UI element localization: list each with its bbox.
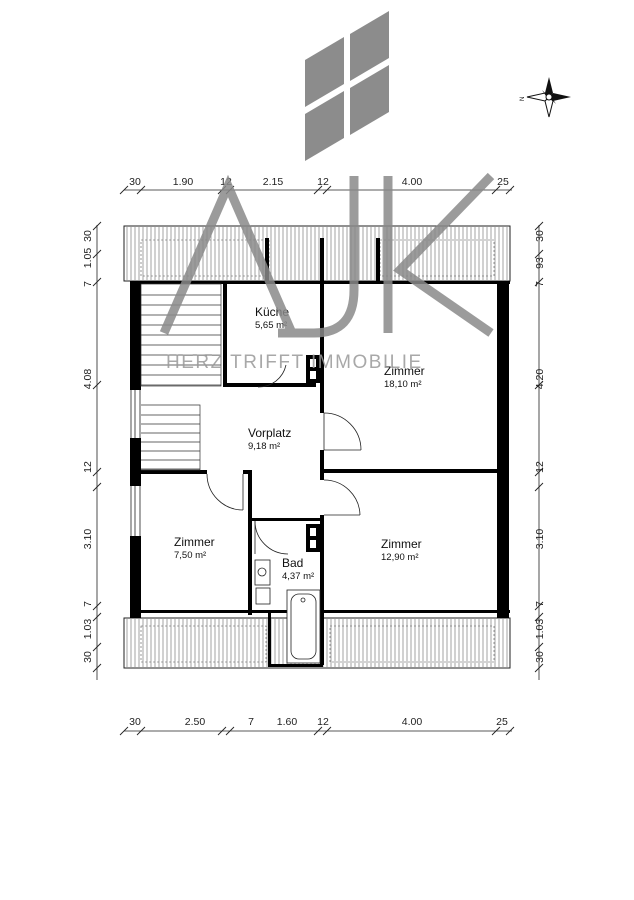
room-zimmer-large-name: Zimmer — [384, 364, 425, 378]
dim-bottom-3: 7 — [248, 716, 254, 728]
dimension-tick — [534, 467, 544, 477]
dimension-tick — [92, 482, 102, 492]
dimension-tick — [225, 726, 235, 736]
dim-right-3: 7 — [534, 281, 546, 287]
dim-left-9: 30 — [82, 651, 94, 663]
dim-top-7: 25 — [497, 176, 509, 188]
dim-left-4: 4.08 — [82, 369, 94, 390]
room-bad-area: 4,37 m² — [282, 571, 314, 582]
dimension-tick — [136, 185, 146, 195]
dim-right-2: 93 — [534, 257, 546, 269]
dimension-tick — [92, 467, 102, 477]
shafts — [310, 359, 316, 548]
dim-right-6: 3.10 — [534, 529, 546, 550]
compass-icon — [526, 77, 571, 118]
dimension-tick — [491, 726, 501, 736]
dimension-tick — [217, 726, 227, 736]
dimension-tick — [505, 185, 515, 195]
dimension-tick — [119, 726, 129, 736]
dimension-tick — [534, 482, 544, 492]
dimension-tick — [92, 277, 102, 287]
dim-top-1: 30 — [129, 176, 141, 188]
dim-left-2: 1.05 — [82, 248, 94, 269]
dimension-tick — [136, 726, 146, 736]
compass-north-label: N — [520, 97, 526, 101]
dimension-tick — [313, 185, 323, 195]
room-zimmer-right-area: 12,90 m² — [381, 552, 419, 563]
dimension-tick — [92, 221, 102, 231]
dim-left-7: 7 — [82, 601, 94, 607]
dim-left-3: 7 — [82, 281, 94, 287]
dimension-tick — [92, 612, 102, 622]
dim-top-6: 4.00 — [402, 176, 423, 188]
dimension-tick — [92, 663, 102, 673]
dimension-tick — [119, 185, 129, 195]
room-vorplatz-name: Vorplatz — [248, 426, 291, 440]
dim-bottom-7: 25 — [496, 716, 508, 728]
dim-bottom-5: 12 — [317, 716, 329, 728]
room-zimmer-large-area: 18,10 m² — [384, 379, 422, 390]
dim-top-4: 2.15 — [263, 176, 284, 188]
dimension-tick — [505, 726, 515, 736]
room-kueche-area: 5,65 m² — [255, 320, 287, 331]
dimension-tick — [534, 601, 544, 611]
dimension-tick — [92, 249, 102, 259]
dim-bottom-6: 4.00 — [402, 716, 423, 728]
watermark-monogram — [159, 172, 495, 338]
dim-bottom-4: 1.60 — [277, 716, 298, 728]
dimension-ticks — [92, 185, 544, 736]
room-zimmer-left-area: 7,50 m² — [174, 550, 206, 561]
dimension-tick — [322, 185, 332, 195]
staircase — [140, 283, 222, 471]
dim-left-6: 3.10 — [82, 529, 94, 550]
dim-top-2: 1.90 — [173, 176, 194, 188]
dimension-tick — [534, 612, 544, 622]
dim-right-5: 12 — [534, 461, 546, 473]
dim-left-1: 30 — [82, 230, 94, 242]
room-vorplatz-area: 9,18 m² — [248, 441, 280, 452]
dimension-tick — [534, 221, 544, 231]
dimension-tick — [313, 726, 323, 736]
doors — [206, 364, 362, 555]
dim-right-7: 7 — [534, 601, 546, 607]
logo-window-icon — [305, 11, 389, 161]
dimension-tick — [534, 249, 544, 259]
dim-top-5: 12 — [317, 176, 329, 188]
dim-right-8: 1.03 — [534, 619, 546, 640]
bathroom-fixtures — [254, 559, 321, 664]
dimension-tick — [534, 663, 544, 673]
dimension-tick — [92, 380, 102, 390]
room-zimmer-right-name: Zimmer — [381, 537, 422, 551]
dim-right-1: 30 — [534, 230, 546, 242]
dimension-tick — [534, 380, 544, 390]
dim-bottom-2: 2.50 — [185, 716, 206, 728]
dimension-tick — [92, 642, 102, 652]
dim-left-8: 1.03 — [82, 619, 94, 640]
room-zimmer-left-name: Zimmer — [174, 535, 215, 549]
dimension-tick — [322, 726, 332, 736]
room-bad-name: Bad — [282, 556, 303, 570]
dimension-tick — [534, 277, 544, 287]
dimension-tick — [491, 185, 501, 195]
dim-right-4: 4.20 — [534, 369, 546, 390]
watermark-tagline: HERZ TRIFFT IMMOBILIE — [166, 352, 423, 373]
dim-right-9: 30 — [534, 651, 546, 663]
windows — [130, 390, 141, 536]
dimension-tick — [534, 642, 544, 652]
dim-bottom-1: 30 — [129, 716, 141, 728]
dimension-tick — [92, 601, 102, 611]
dim-left-5: 12 — [82, 461, 94, 473]
